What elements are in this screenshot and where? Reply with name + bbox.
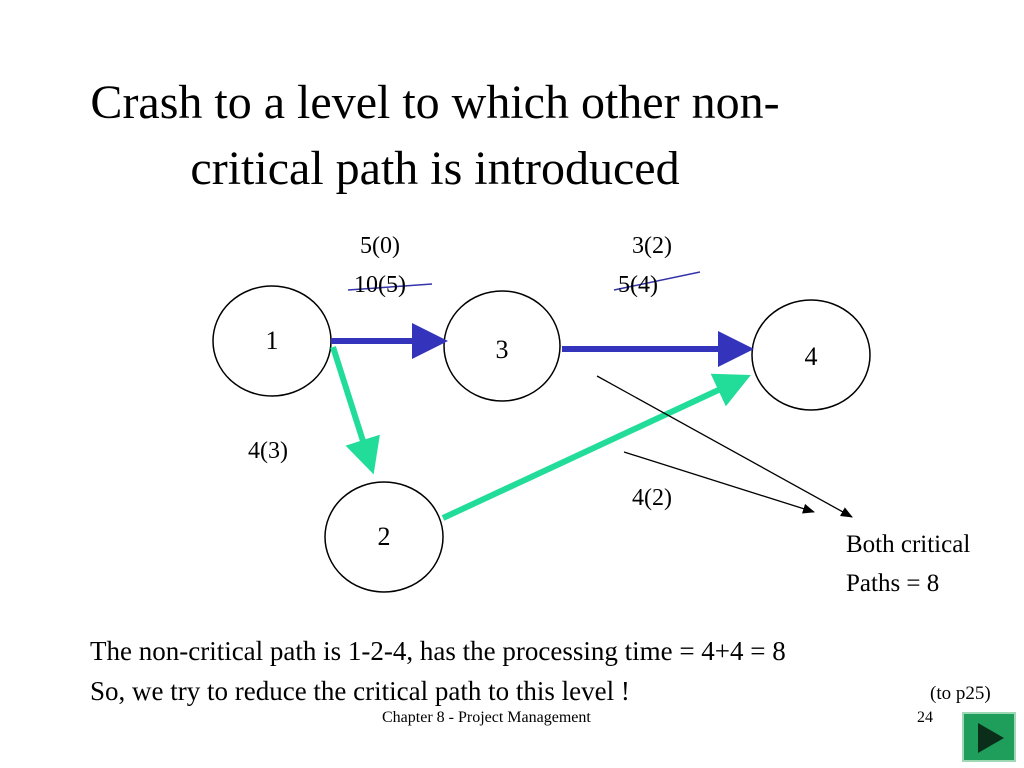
callout-line-1: Both critical	[846, 531, 971, 558]
note-line-1: The non-critical path is 1-2-4, has the …	[90, 636, 786, 666]
slide-title-line-2: critical path is introduced	[190, 142, 680, 195]
callout-pointer-1	[596, 375, 853, 518]
callout-line-2: Paths = 8	[846, 570, 940, 597]
note-line-2: So, we try to reduce the critical path t…	[90, 676, 630, 706]
edge-2-4-arrow	[441, 373, 751, 521]
edge-1-3-old-duration: 10(5)	[354, 272, 406, 298]
next-slide-button[interactable]	[962, 712, 1016, 762]
node-3-label: 3	[495, 335, 509, 364]
play-triangle-icon	[978, 723, 1004, 753]
footer-page-number: 24	[917, 709, 933, 726]
slide-title-line-1: Crash to a level to which other non-	[90, 76, 780, 129]
strike-line-e13	[347, 283, 433, 291]
node-4-label: 4	[804, 342, 818, 371]
edge-1-2-duration: 4(3)	[248, 438, 288, 464]
edge-1-2-arrow	[330, 346, 380, 475]
edge-3-4-old-duration: 5(4)	[618, 272, 658, 298]
node-1-label: 1	[265, 326, 279, 355]
slide-title: Crash to a level to which other non- cri…	[0, 70, 870, 202]
edge-3-4-new-duration: 3(2)	[632, 233, 672, 259]
strike-line-e34	[613, 271, 701, 291]
footer-chapter: Chapter 8 - Project Management	[382, 709, 591, 726]
edge-2-4-duration: 4(2)	[632, 485, 672, 511]
node-2-circle	[324, 481, 444, 593]
node-2-label: 2	[377, 522, 391, 551]
page-reference: (to p25)	[930, 683, 991, 704]
edge-1-3-new-duration: 5(0)	[360, 233, 400, 259]
callout-pointer-2	[623, 451, 815, 514]
